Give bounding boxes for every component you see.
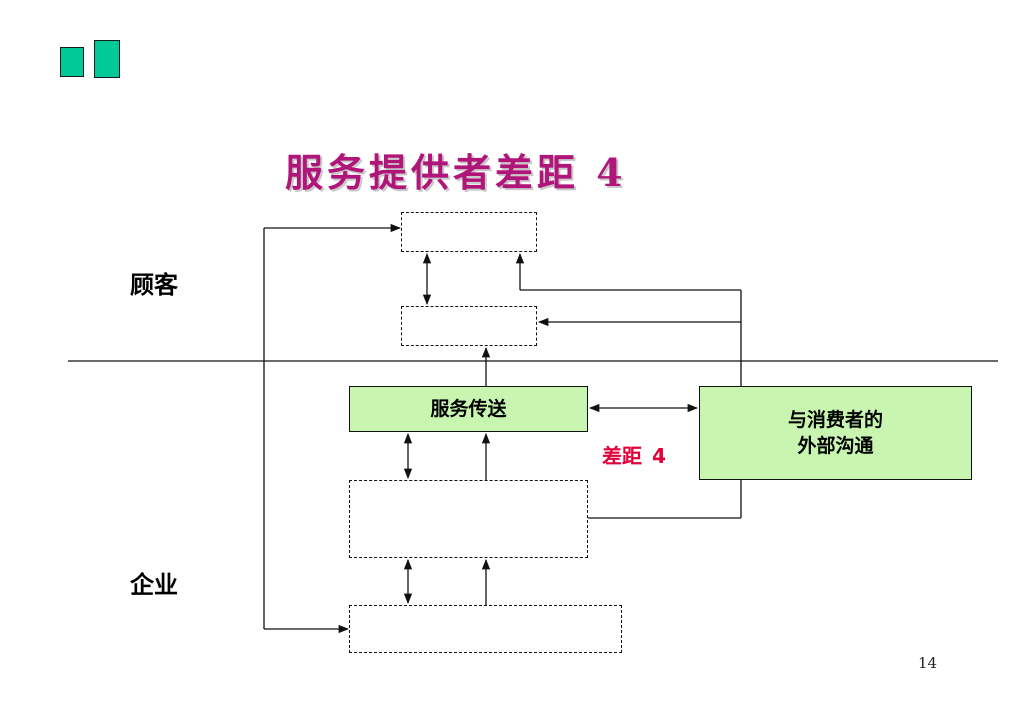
- external-communication-label-line2: 外部沟通: [797, 435, 874, 457]
- gap-label-text: 差距: [602, 444, 642, 468]
- service-delivery-label: 服务传送: [430, 398, 507, 420]
- service-standards-box: [349, 480, 588, 558]
- decor-square-left: [60, 47, 84, 77]
- perceived-service-box: [401, 306, 537, 346]
- external-communication-label-line1: 与消费者的: [787, 409, 883, 431]
- decor-square-right: [94, 40, 120, 78]
- external-communication-box: 与消费者的 外部沟通: [699, 386, 972, 480]
- gap-label-number: 4: [652, 444, 666, 468]
- customer-label: 顾客: [130, 270, 178, 299]
- page-number: 14: [918, 654, 938, 672]
- service-delivery-box: 服务传送: [349, 386, 588, 432]
- company-label: 企业: [130, 570, 178, 599]
- expected-service-box: [401, 212, 537, 252]
- gap-label: 差距 4: [602, 440, 666, 469]
- slide-title: 服务提供者差距 4: [285, 150, 627, 195]
- management-perception-box: [349, 605, 622, 653]
